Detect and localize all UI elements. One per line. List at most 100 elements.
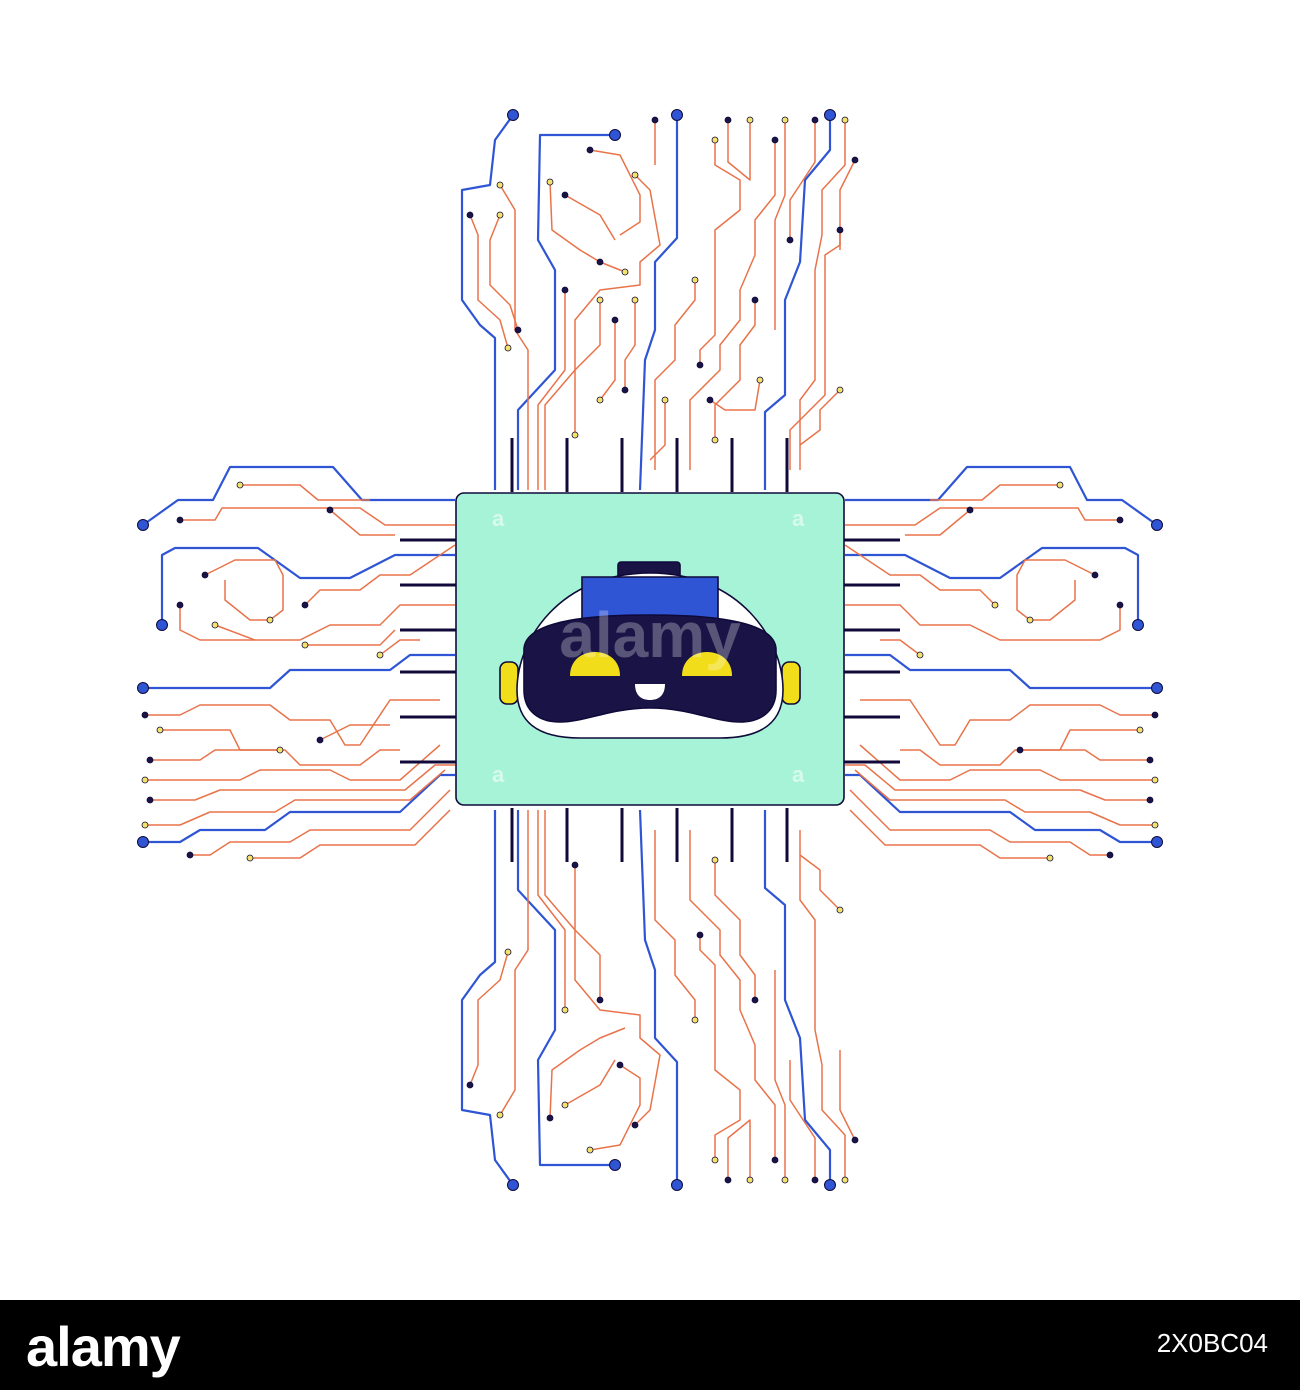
terminal-pad: [836, 386, 844, 394]
terminal-pad: [841, 1176, 849, 1184]
terminal-pad: [1146, 796, 1154, 804]
terminal-pad: [631, 296, 639, 304]
terminal-pad: [1106, 851, 1114, 859]
terminal-pad: [811, 1176, 819, 1184]
robot-smile-icon: [635, 684, 665, 700]
terminal-pad: [546, 178, 554, 186]
terminal-pad: [176, 601, 184, 609]
terminal-pad: [1026, 616, 1034, 624]
terminal-pad: [276, 746, 284, 754]
circuit-terminal-dots: [137, 109, 1163, 1191]
terminal-dot: [137, 519, 149, 531]
terminal-pad: [851, 1136, 859, 1144]
terminal-pad: [691, 276, 699, 284]
terminal-dot: [507, 1179, 519, 1191]
terminal-pad: [836, 226, 844, 234]
terminal-pad: [141, 776, 149, 784]
terminal-pad: [571, 861, 579, 869]
terminal-pad: [781, 1176, 789, 1184]
terminal-pad: [711, 856, 719, 864]
terminal-pad: [706, 396, 714, 404]
terminal-pad: [751, 296, 759, 304]
terminal-pad: [546, 1114, 554, 1122]
terminal-pad: [631, 1121, 639, 1129]
terminal-pad: [751, 996, 759, 1004]
terminal-dot: [824, 109, 836, 121]
terminal-dot: [1132, 619, 1144, 631]
terminal-pad: [571, 431, 579, 439]
terminal-pad: [176, 516, 184, 524]
terminal-pad: [631, 171, 639, 179]
terminal-pad: [561, 1101, 569, 1109]
terminal-pad: [1091, 571, 1099, 579]
terminal-pad: [1151, 776, 1159, 784]
terminal-pad: [146, 796, 154, 804]
terminal-pad: [186, 851, 194, 859]
terminal-pad: [916, 651, 924, 659]
terminal-pad: [561, 286, 569, 294]
terminal-pad: [266, 616, 274, 624]
terminal-pad: [1016, 746, 1024, 754]
robot-right-eye-icon: [682, 652, 732, 676]
robot-right-ear: [781, 661, 801, 705]
terminal-pad: [711, 1156, 719, 1164]
terminal-pad: [841, 116, 849, 124]
terminal-pad: [966, 506, 974, 514]
robot-left-ear: [499, 661, 519, 705]
terminal-pad: [466, 1081, 474, 1089]
terminal-pad: [781, 116, 789, 124]
terminal-pad: [156, 726, 164, 734]
terminal-pad: [1056, 481, 1064, 489]
terminal-pad: [504, 948, 512, 956]
terminal-pad: [316, 736, 324, 744]
terminal-pad: [596, 396, 604, 404]
terminal-pad: [771, 136, 779, 144]
terminal-pad: [504, 344, 512, 352]
terminal-pad: [496, 211, 504, 219]
terminal-dot: [609, 129, 621, 141]
terminal-pad: [1116, 516, 1124, 524]
terminal-dot: [609, 1159, 621, 1171]
terminal-pad: [661, 396, 669, 404]
terminal-dot: [507, 109, 519, 121]
terminal-pad: [1046, 854, 1054, 862]
terminal-pad: [746, 116, 754, 124]
footer-bar: alamy 2X0BC04: [0, 1300, 1300, 1390]
circuit-robot-illustration: a a a a: [137, 109, 1163, 1191]
terminal-pad: [711, 136, 719, 144]
terminal-dot: [137, 682, 149, 694]
terminal-dot: [671, 1179, 683, 1191]
terminal-pad: [496, 181, 504, 189]
terminal-pad: [466, 211, 474, 219]
terminal-pad: [301, 601, 309, 609]
terminal-pad: [851, 156, 859, 164]
terminal-pad: [586, 1146, 594, 1154]
terminal-pad: [201, 571, 209, 579]
watermark-mark: a: [792, 762, 805, 787]
brand-logo[interactable]: alamy: [26, 1315, 181, 1378]
terminal-pad: [1136, 726, 1144, 734]
terminal-pad: [301, 641, 309, 649]
terminal-pad: [651, 116, 659, 124]
terminal-dot: [156, 619, 168, 631]
terminal-pad: [496, 1111, 504, 1119]
terminal-pad: [326, 506, 334, 514]
terminal-pad: [811, 116, 819, 124]
robot-left-eye-icon: [570, 652, 620, 676]
terminal-pad: [236, 481, 244, 489]
terminal-pad: [771, 1156, 779, 1164]
robot-head: [499, 561, 801, 739]
terminal-pad: [586, 146, 594, 154]
terminal-pad: [561, 1006, 569, 1014]
terminal-dot: [1151, 519, 1163, 531]
terminal-pad: [611, 316, 619, 324]
terminal-pad: [514, 326, 522, 334]
terminal-pad: [561, 191, 569, 199]
terminal-pad: [724, 1176, 732, 1184]
terminal-pad: [246, 854, 254, 862]
terminal-pad: [596, 258, 604, 266]
terminal-dot: [1151, 836, 1163, 848]
watermark-mark: a: [492, 762, 505, 787]
terminal-pad: [376, 651, 384, 659]
terminal-dot: [824, 1179, 836, 1191]
